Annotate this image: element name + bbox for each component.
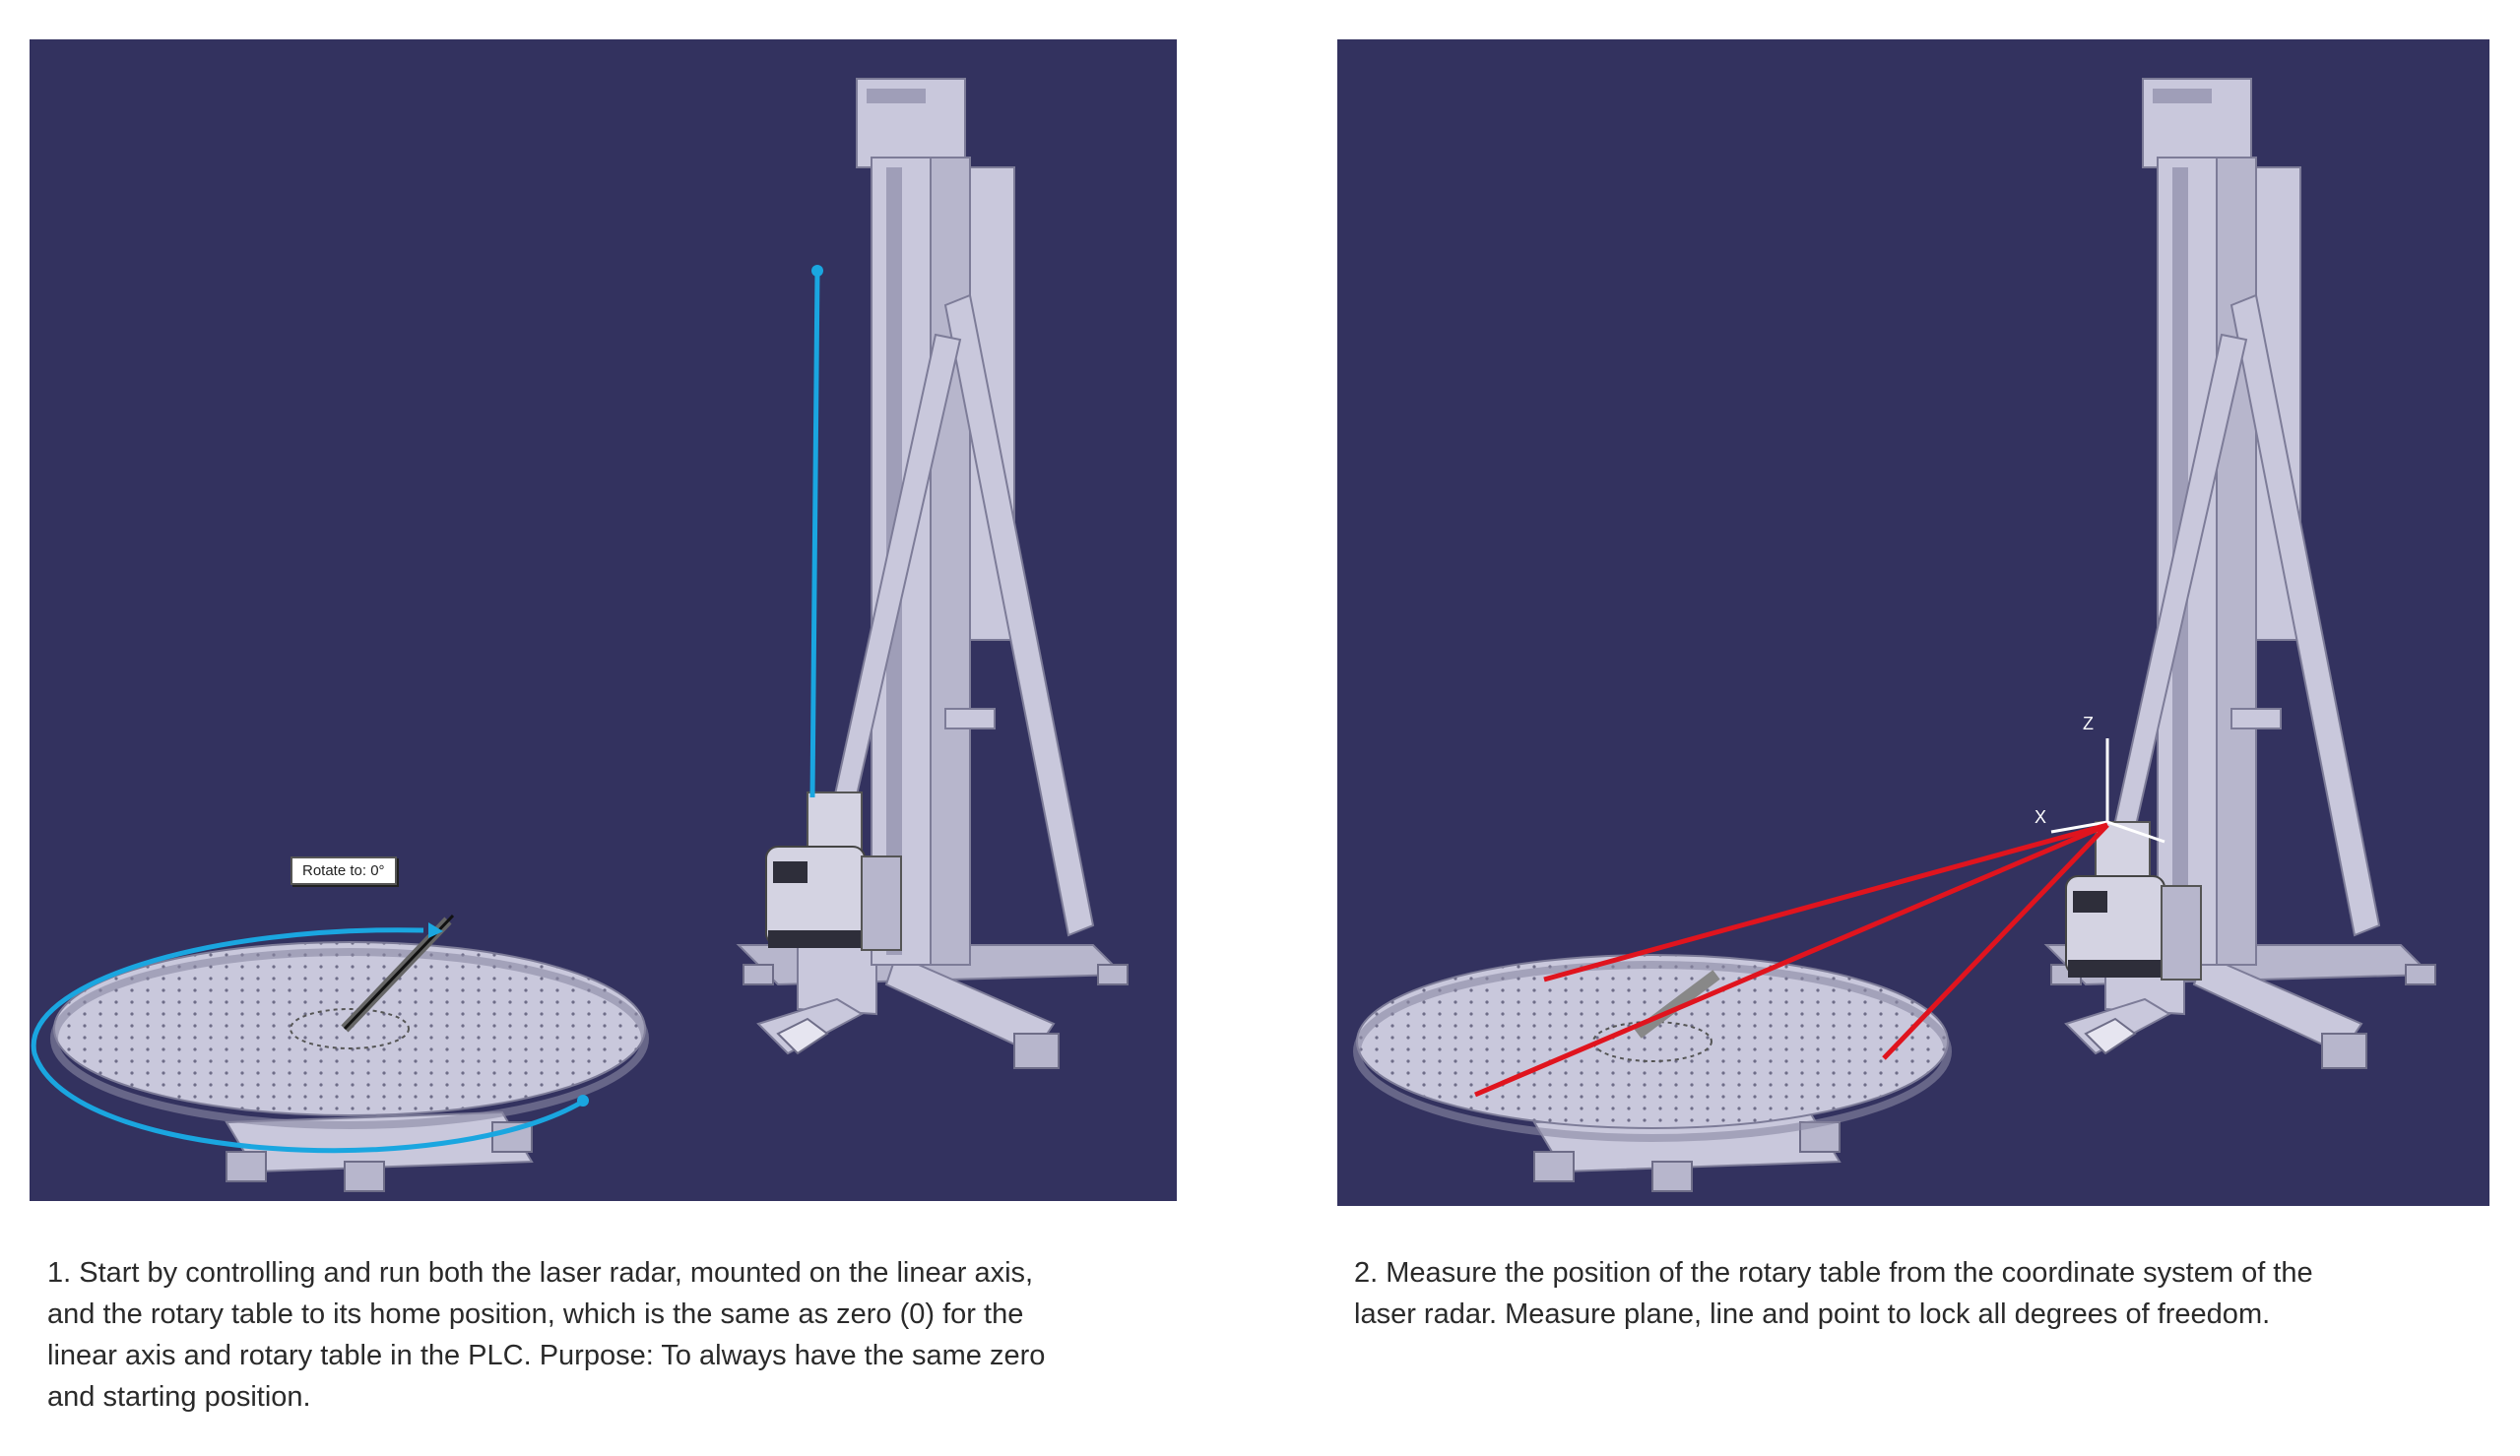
laser-radar-device (765, 791, 902, 951)
rotary-table-top (1356, 954, 1949, 1129)
caption-line: linear axis and rotary table in the PLC.… (47, 1340, 1046, 1371)
caption-line: 2. Measure the position of the rotary ta… (1354, 1257, 2313, 1289)
measurement-line-1 (1543, 822, 2108, 982)
linear-axis-column (2092, 78, 2381, 966)
cad-scene-step-2 (1353, 78, 2436, 1192)
rotary-table-edge (1353, 961, 1952, 1142)
z-axis-label: Z (2083, 714, 2094, 733)
x-axis-line (2050, 820, 2108, 834)
rotation-arrowhead (428, 922, 443, 938)
rotation-start-dot (577, 1095, 589, 1107)
y-axis-line (2106, 820, 2165, 844)
measurement-line-2 (1474, 822, 2108, 1098)
rotate-tooltip: Rotate to: 0° (291, 856, 397, 885)
rotary-table-center-circle (290, 1008, 410, 1049)
measurement-line-3 (1882, 823, 2109, 1060)
panel-step-2-measure: Z X (1337, 39, 2489, 1206)
laser-beam-line (809, 270, 820, 798)
cad-scene-step-1 (31, 78, 1129, 1192)
caption-line: and the rotary table to its home positio… (47, 1298, 1024, 1330)
rotary-table-edge (50, 948, 649, 1129)
caption-line: laser radar. Measure plane, line and poi… (1354, 1298, 2271, 1330)
caption-line: and starting position. (47, 1381, 311, 1413)
caption-line: 1. Start by controlling and run both the… (47, 1257, 1034, 1289)
linear-axis-column (806, 78, 1095, 966)
laser-beam-endpoint (811, 265, 823, 277)
table-reference-bar (1634, 970, 1720, 1039)
caption-step-2: 2. Measure the position of the rotary ta… (1354, 1252, 2313, 1335)
panel-step-1-home-position: Rotate to: 0° (30, 39, 1177, 1201)
rotation-arc-arrow (31, 927, 583, 1154)
x-axis-label: X (2035, 807, 2047, 827)
caption-step-1: 1. Start by controlling and run both the… (47, 1252, 1045, 1418)
laser-radar-device (2065, 821, 2202, 981)
